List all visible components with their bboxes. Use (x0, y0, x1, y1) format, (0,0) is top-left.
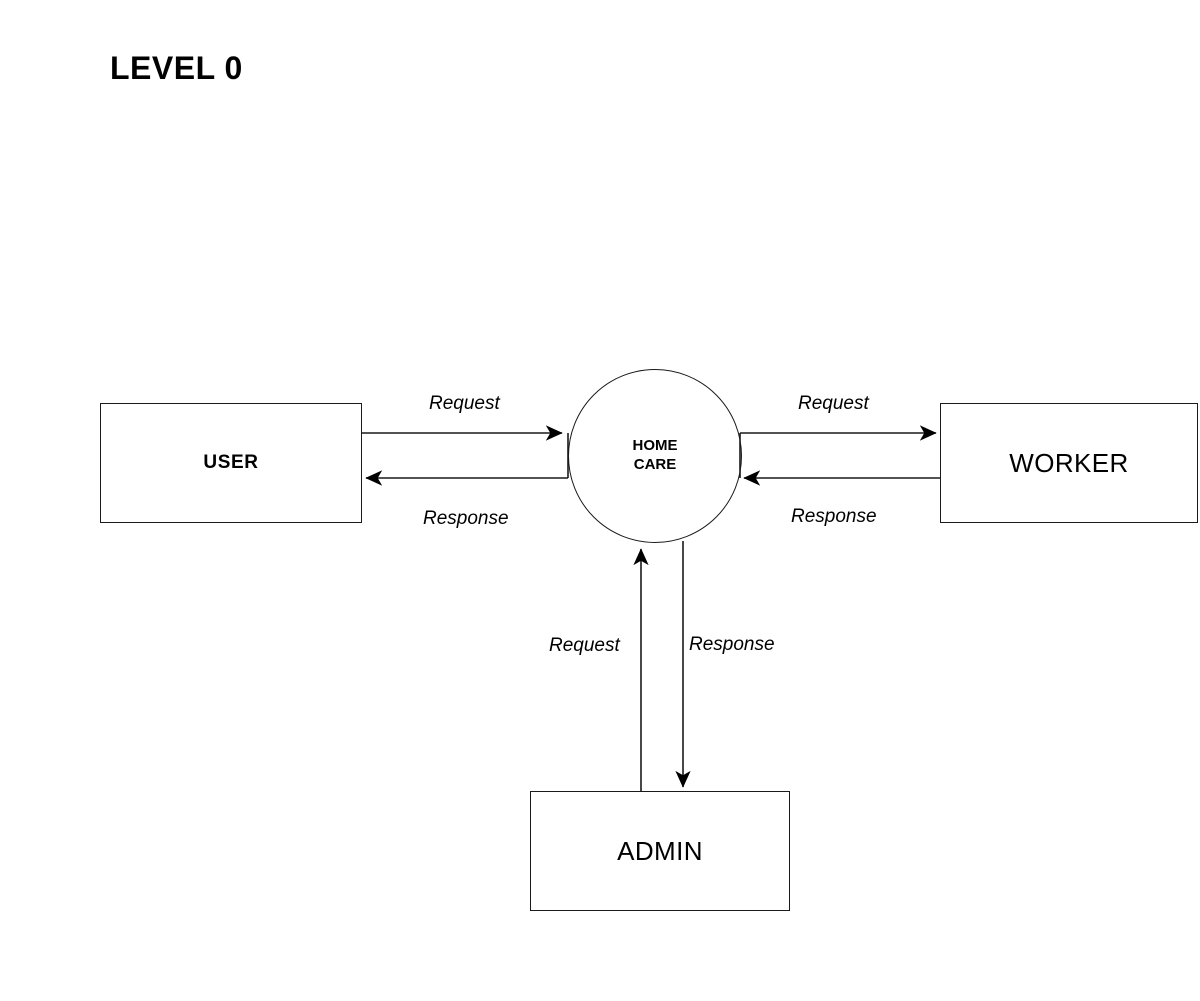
page-title: LEVEL 0 (110, 50, 243, 86)
flow-label-worker-request: Request (798, 393, 869, 414)
flow-label-admin-request: Request (549, 635, 620, 656)
flow-label-admin-response: Response (689, 634, 775, 655)
entity-worker-label: WORKER (1009, 447, 1129, 478)
entity-user-label: USER (203, 452, 259, 473)
entity-admin[interactable]: ADMIN (530, 791, 790, 911)
flow-label-user-request: Request (429, 393, 500, 414)
flow-label-user-response: Response (423, 508, 509, 529)
entity-user[interactable]: USER (100, 403, 362, 523)
flow-label-worker-response: Response (791, 506, 877, 527)
entity-worker[interactable]: WORKER (940, 403, 1198, 523)
entity-admin-label: ADMIN (617, 835, 703, 866)
